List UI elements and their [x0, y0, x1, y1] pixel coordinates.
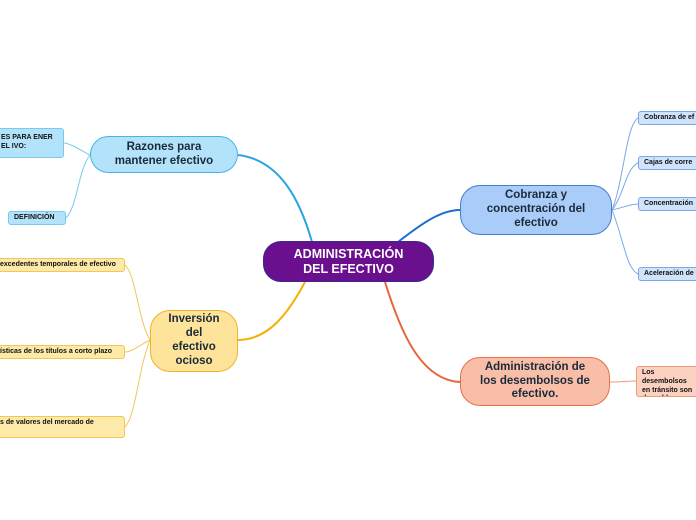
link-cobranza-leaf2: [611, 162, 639, 211]
link-razones-leaf2: [65, 154, 91, 219]
branch-razones-label: Razones para mantener efectivo: [114, 140, 214, 167]
cobranza-leaf-1-label: Cobranza de ef: [644, 113, 695, 121]
link-razones-leaf1: [63, 142, 91, 156]
link-cobranza-leaf1: [611, 117, 639, 211]
link-cobranza-leaf3: [611, 203, 639, 211]
branch-cobranza[interactable]: Cobranza y concentración del efectivo: [460, 185, 612, 235]
inversion-leaf-2-label: ísticas de los títulos a corto plazo: [0, 347, 113, 355]
link-cobranza-leaf4: [611, 209, 639, 275]
link-inversion-leaf3: [124, 339, 151, 428]
link-inversion-leaf1: [124, 264, 151, 341]
link-central-cobranza: [397, 209, 461, 243]
branch-desembolsos[interactable]: Administración de los desembolsos de efe…: [460, 357, 610, 406]
cobranza-leaf-2[interactable]: Cajas de corre: [638, 156, 696, 170]
link-central-inversion: [237, 281, 306, 341]
razones-leaf-1[interactable]: ES PARA ENER EL IVO:: [0, 128, 64, 158]
razones-leaf-definicion[interactable]: DEFINICIÓN: [8, 211, 66, 225]
cobranza-leaf-4-label: Aceleración de: [644, 269, 694, 277]
central-topic-label: ADMINISTRACIÓN DEL EFECTIVO: [293, 246, 404, 276]
link-desembolsos-leaf1: [609, 380, 637, 383]
cobranza-leaf-3-label: Concentración: [644, 199, 694, 207]
branch-razones[interactable]: Razones para mantener efectivo: [90, 136, 238, 173]
cobranza-leaf-1[interactable]: Cobranza de ef: [638, 111, 696, 125]
link-central-desembolsos: [384, 281, 461, 383]
branch-inversion[interactable]: Inversión del efectivo ocioso: [150, 310, 238, 372]
branch-desembolsos-label: Administración de los desembolsos de efe…: [480, 360, 590, 401]
inversion-leaf-2[interactable]: ísticas de los títulos a corto plazo: [0, 345, 125, 359]
inversion-leaf-3-label: s de valores del mercado de: [0, 419, 94, 426]
razones-leaf-2-label: DEFINICIÓN: [14, 213, 55, 221]
desembolsos-leaf-1[interactable]: Los desembolsos en tránsito son deseable…: [636, 366, 696, 397]
central-topic[interactable]: ADMINISTRACIÓN DEL EFECTIVO: [263, 241, 434, 282]
inversion-leaf-1-label: excedentes temporales de efectivo: [0, 260, 116, 268]
desembolsos-leaf-1-label: Los desembolsos en tránsito son deseable…: [642, 369, 693, 396]
cobranza-leaf-3[interactable]: Concentración: [638, 197, 696, 211]
branch-cobranza-label: Cobranza y concentración del efectivo: [486, 189, 586, 229]
inversion-leaf-3[interactable]: s de valores del mercado de: [0, 416, 125, 438]
cobranza-leaf-4[interactable]: Aceleración de: [638, 267, 696, 281]
cobranza-leaf-2-label: Cajas de corre: [644, 158, 693, 166]
inversion-leaf-1[interactable]: excedentes temporales de efectivo: [0, 258, 125, 272]
link-inversion-leaf2: [124, 339, 151, 353]
branch-inversion-label: Inversión del efectivo ocioso: [168, 313, 220, 367]
link-central-razones: [237, 154, 313, 243]
razones-leaf-1-label: ES PARA ENER EL IVO:: [1, 134, 53, 150]
